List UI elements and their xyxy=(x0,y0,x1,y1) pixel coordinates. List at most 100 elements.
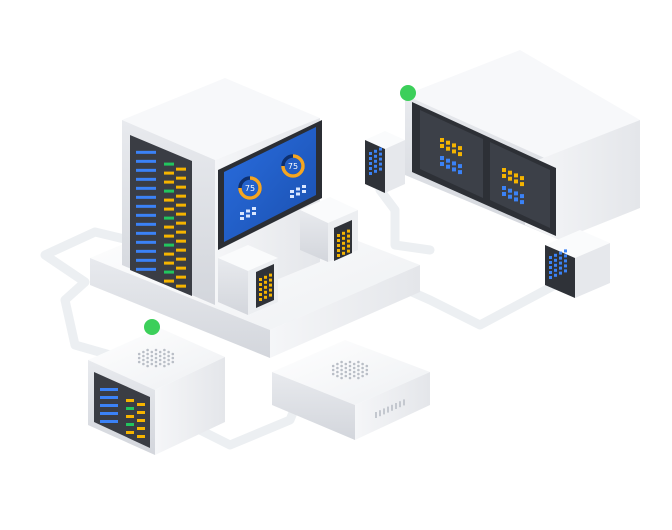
module-led xyxy=(369,172,372,175)
module-led xyxy=(342,241,345,245)
vent-hole xyxy=(348,376,352,380)
vent-hole xyxy=(137,356,141,360)
switch-led-yellow xyxy=(137,403,145,406)
module-led xyxy=(554,253,557,257)
module-led xyxy=(259,283,262,286)
rack-led-status xyxy=(164,261,174,265)
vent-hole xyxy=(171,352,175,356)
module-led xyxy=(264,280,267,284)
rack-led-status xyxy=(164,234,174,238)
module-led xyxy=(374,149,377,153)
rack-led-status xyxy=(164,243,174,247)
switch-led-status xyxy=(126,431,134,434)
vent-hole xyxy=(163,352,166,356)
cabinet-led-blue xyxy=(520,194,524,199)
vent-hole xyxy=(340,372,343,376)
module-led xyxy=(337,254,340,257)
vent-hole xyxy=(357,376,360,380)
vent-hole xyxy=(336,362,339,366)
rack-led-status xyxy=(164,180,174,184)
monitor-block xyxy=(290,190,294,193)
rack-led-yellow xyxy=(176,284,186,288)
cabinet-led-yellow xyxy=(508,176,512,181)
vent-hole xyxy=(154,352,158,356)
rack-led-yellow xyxy=(176,221,186,225)
vent-hole xyxy=(163,356,166,360)
vent-hole xyxy=(167,358,170,362)
module-led xyxy=(337,249,340,252)
cabinet-led-blue xyxy=(502,192,506,196)
vent-hole xyxy=(365,368,369,372)
router-port xyxy=(399,401,401,408)
vent-hole xyxy=(348,368,352,372)
rack-led-blue xyxy=(136,186,156,190)
cabinet-led-blue xyxy=(458,170,462,175)
vent-hole xyxy=(331,368,335,372)
module-led xyxy=(269,288,272,292)
router-port xyxy=(379,410,381,417)
rack-led-yellow xyxy=(176,275,186,279)
rack-led-blue xyxy=(136,150,156,154)
rack-led-yellow xyxy=(176,212,186,216)
switch-led-blue xyxy=(100,412,118,415)
module-led xyxy=(347,244,350,248)
rack-led-yellow xyxy=(176,230,186,234)
rack-led-yellow xyxy=(176,239,186,243)
vent-hole xyxy=(336,366,339,370)
monitor-block xyxy=(296,187,300,191)
module-led xyxy=(559,251,562,255)
rack-led-status xyxy=(164,207,174,211)
vent-hole xyxy=(357,360,360,364)
module-led xyxy=(559,256,562,260)
monitor-block xyxy=(252,207,256,210)
vent-hole xyxy=(171,356,175,360)
monitor-block xyxy=(240,217,244,220)
module-led xyxy=(347,229,350,233)
module-led xyxy=(564,264,567,268)
cabinet-led-yellow xyxy=(458,146,462,151)
cabinet-led-blue xyxy=(458,164,462,169)
module-led xyxy=(259,288,262,291)
router-port xyxy=(395,403,397,409)
cabinet-led-yellow xyxy=(458,152,462,157)
rack-led-blue xyxy=(136,159,156,163)
cabinet-led-blue xyxy=(452,167,456,172)
monitor-block xyxy=(246,214,250,218)
switch-led-blue xyxy=(100,404,118,407)
module-led xyxy=(369,152,372,155)
cabinet-led-blue xyxy=(514,197,518,202)
rack-led-yellow xyxy=(176,194,186,198)
vent-hole xyxy=(150,362,154,366)
switch-led-status xyxy=(126,399,134,402)
vent-hole xyxy=(348,364,352,368)
vent-hole xyxy=(365,364,369,368)
server-rack-panel xyxy=(130,135,192,296)
rack-led-status xyxy=(164,252,174,256)
vent-hole xyxy=(357,372,360,376)
cabinet-led-yellow xyxy=(446,146,450,151)
cabinet-led-blue xyxy=(502,186,506,190)
vent-hole xyxy=(163,364,166,368)
vent-hole xyxy=(167,350,170,354)
rack-led-yellow xyxy=(176,176,186,180)
switch-led-yellow xyxy=(137,419,145,422)
cabinet-led-yellow xyxy=(452,143,456,148)
module-led xyxy=(269,278,272,282)
status-light-switch xyxy=(144,319,160,335)
vent-hole xyxy=(344,362,348,366)
module-led xyxy=(559,266,562,270)
vent-hole xyxy=(361,374,364,378)
module-led xyxy=(342,236,345,240)
module-led xyxy=(264,285,267,289)
rack-led-blue xyxy=(136,168,156,172)
router-box xyxy=(272,340,430,440)
vent-hole xyxy=(361,366,364,370)
switch-led-status xyxy=(126,415,134,418)
module-led xyxy=(264,290,267,294)
vent-hole xyxy=(146,348,149,352)
router-port xyxy=(383,408,385,415)
vent-hole xyxy=(167,362,170,366)
monitor-block xyxy=(290,195,294,198)
cabinet-led-blue xyxy=(446,158,450,163)
